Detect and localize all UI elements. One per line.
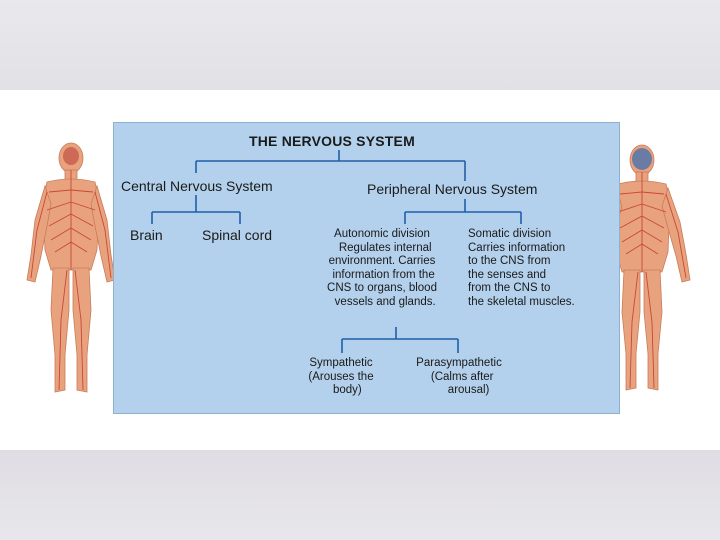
diagram-title: THE NERVOUS SYSTEM [249,133,415,149]
slide-bottom-band [0,450,720,540]
nervous-system-diagram: THE NERVOUS SYSTEM Central Nervous Syste… [113,122,620,414]
left-body-figure [26,142,116,393]
cns-label: Central Nervous System [121,178,273,194]
brain-label: Brain [130,227,163,243]
sympathetic-label: Sympathetic (Arouses the body) [308,357,374,396]
slide-top-band [0,0,720,90]
pns-label: Peripheral Nervous System [367,181,538,197]
autonomic-division-text: Autonomic division Regulates internal en… [327,228,437,308]
somatic-division-text: Somatic division Carries information to … [468,228,575,308]
parasympathetic-label: Parasympathetic (Calms after arousal) [416,357,502,396]
spinal-cord-label: Spinal cord [202,227,273,243]
connector-lines [151,150,522,353]
